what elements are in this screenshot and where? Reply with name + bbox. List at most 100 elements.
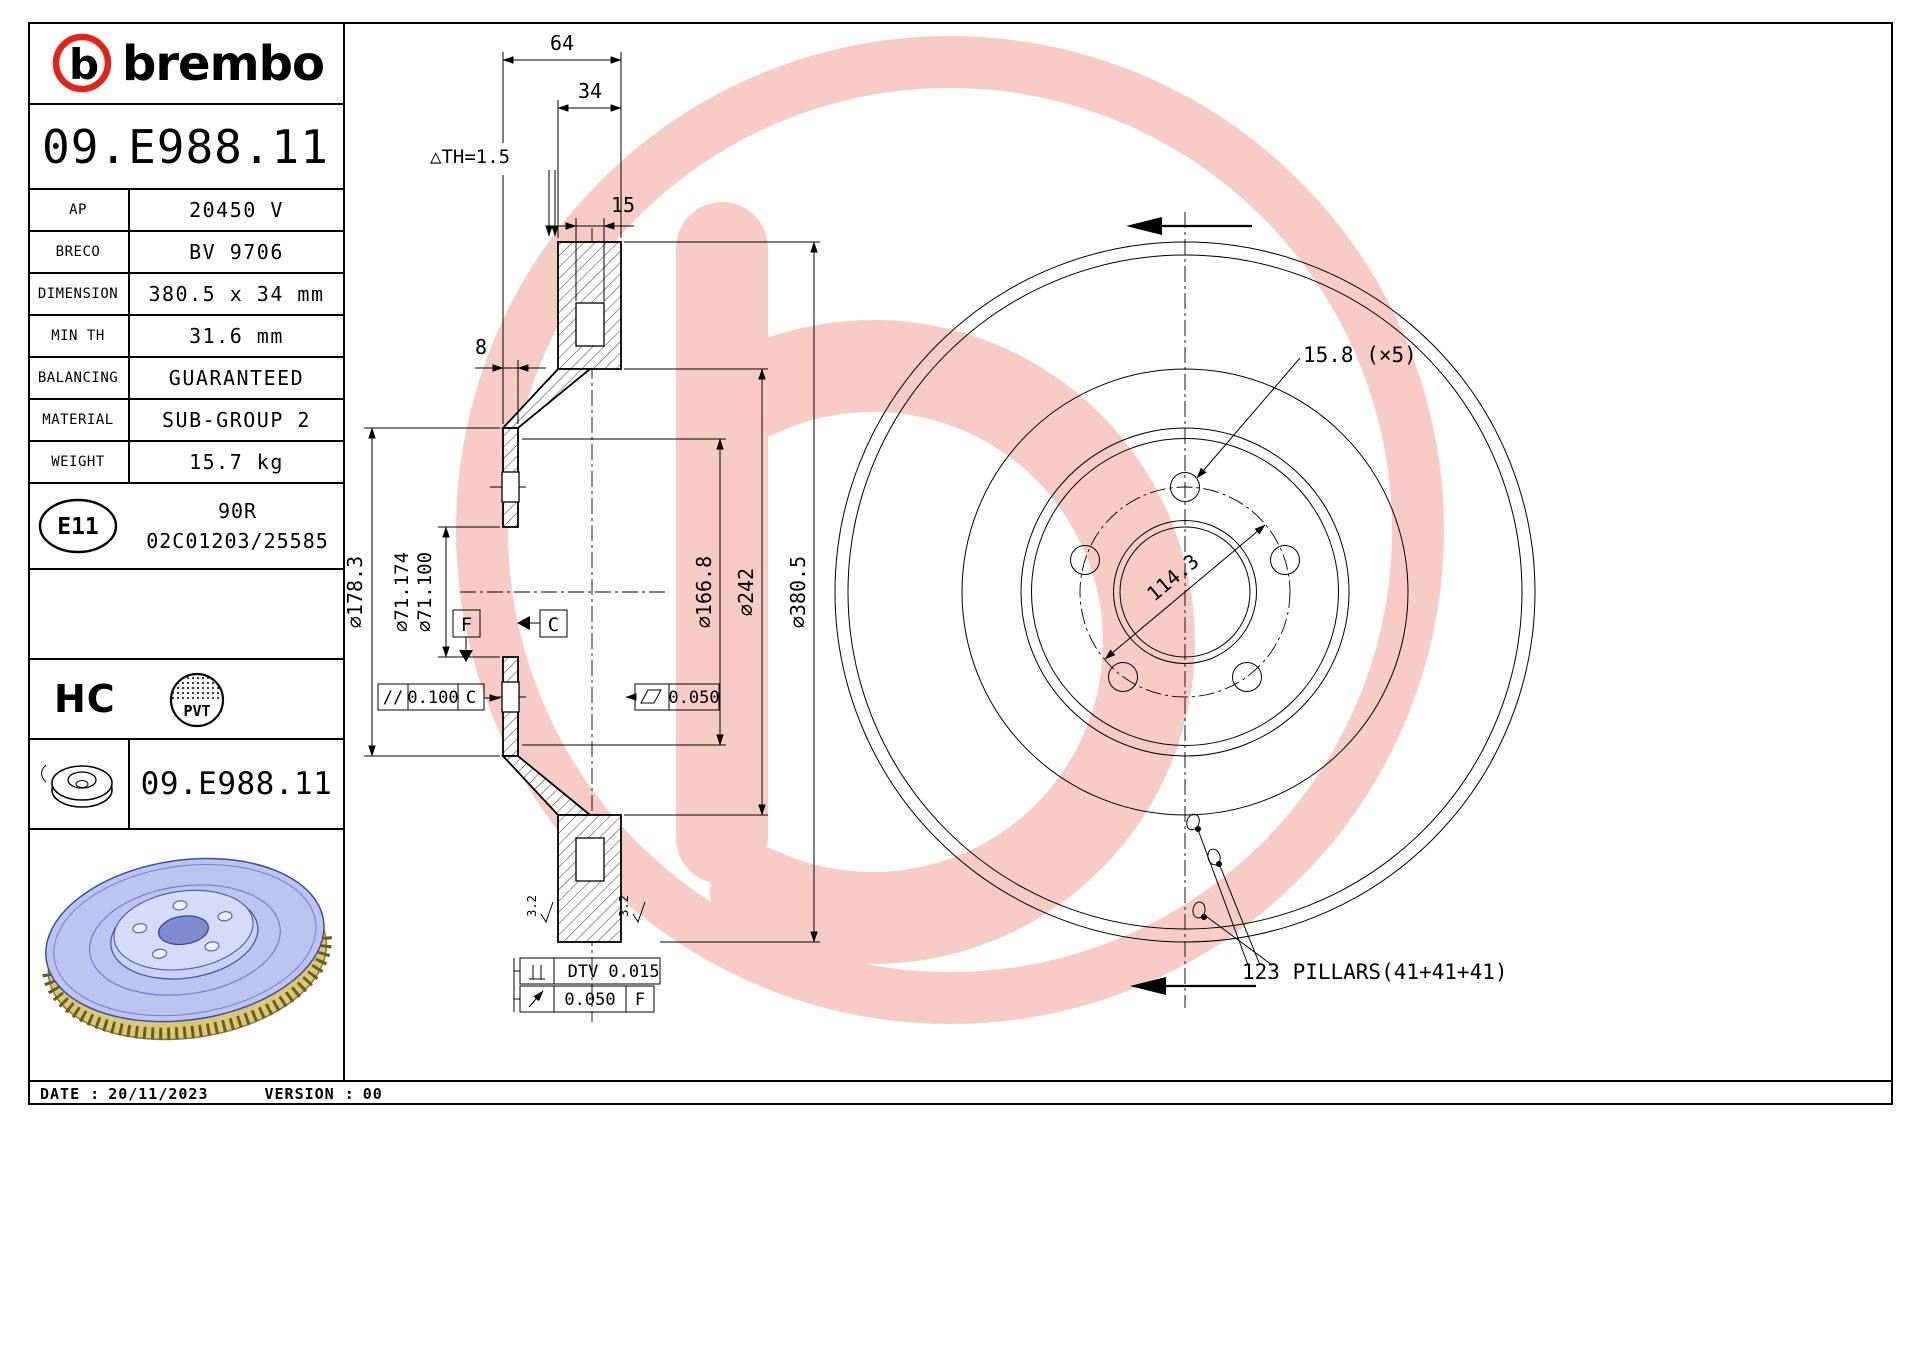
svg-text:15: 15 — [611, 193, 635, 217]
disc-part-row: 09.E988.11 — [28, 740, 343, 830]
hc-badge: HC — [54, 677, 116, 721]
pillar-callout: 123 PILLARS(41+41+41) — [1186, 813, 1508, 984]
dim-min-wear-thickness: △TH=1.5 — [430, 146, 559, 237]
spec-row-material: MATERIAL SUB-GROUP 2 — [28, 400, 343, 442]
svg-text:DTV: DTV — [568, 962, 599, 982]
dim-bore-diameter: ⌀71.174 ⌀71.100 — [391, 526, 500, 658]
spec-value: GUARANTEED — [168, 366, 305, 390]
spec-label: AP — [28, 190, 130, 230]
part-number: 09.E988.11 — [42, 119, 329, 174]
svg-text:⌀71.174: ⌀71.174 — [391, 552, 413, 632]
dim-outer-diameter: ⌀380.5 — [624, 241, 820, 943]
spec-row-balancing: BALANCING GUARANTEED — [28, 358, 343, 400]
homologation-row: E11 90R 02C01203/25585 — [28, 484, 343, 570]
dim-band-inner-diameter: ⌀242 — [624, 368, 768, 816]
disc-part-number: 09.E988.11 — [140, 766, 333, 802]
spec-label: BALANCING — [28, 358, 130, 398]
svg-text://: // — [383, 688, 403, 708]
svg-text:0.050: 0.050 — [564, 990, 615, 1010]
e11-badge-label: E11 — [57, 514, 99, 540]
svg-text:F: F — [461, 614, 472, 636]
disc-3d-render — [42, 857, 332, 1041]
rotation-arrows — [1126, 217, 1256, 995]
cross-section-view: 64 34 △TH=1.5 15 — [345, 31, 820, 1022]
homologation-line1: 90R — [217, 499, 258, 523]
svg-text:C: C — [466, 688, 476, 708]
brembo-wordmark: brembo — [122, 36, 324, 92]
svg-text:⌀242: ⌀242 — [734, 568, 758, 616]
spec-value: 380.5 x 34 mm — [148, 282, 325, 306]
homologation-numbers: 90R 02C01203/25585 — [132, 499, 343, 553]
spec-value: 15.7 kg — [189, 450, 284, 474]
dtv-tolerance: DTV 0.015 — [519, 957, 661, 985]
svg-text:64: 64 — [550, 31, 574, 55]
section-solid-geometry — [500, 241, 622, 943]
brembo-logo-svg: b brembo — [52, 33, 325, 92]
dim-bolt-hole-diameter: 15.8 (×5) — [1196, 343, 1417, 479]
flatness-tolerance: 0.050 — [625, 683, 720, 711]
spec-label: MIN TH — [28, 316, 130, 356]
spec-label: BRECO — [28, 232, 130, 272]
parallelism-tolerance: // 0.100 C — [377, 683, 501, 711]
front-circles — [834, 241, 1536, 943]
dim-disc-thickness: 34 — [557, 79, 622, 238]
brembo-logo: b brembo — [28, 22, 343, 105]
spec-value: BV 9706 — [189, 240, 284, 264]
svg-text:⌀178.3: ⌀178.3 — [345, 556, 367, 628]
spec-row-weight: WEIGHT 15.7 kg — [28, 442, 343, 484]
svg-text:⌀71.100: ⌀71.100 — [414, 552, 436, 632]
svg-text:123 PILLARS(41+41+41): 123 PILLARS(41+41+41) — [1242, 960, 1508, 984]
dim-vent-inner-diameter: ⌀166.8 — [522, 438, 726, 746]
part-number-row: 09.E988.11 — [28, 105, 343, 190]
spec-label: MATERIAL — [28, 400, 130, 440]
svg-text:C: C — [548, 614, 559, 636]
flatness-symbol-icon — [640, 689, 662, 704]
svg-text:15.8 (×5): 15.8 (×5) — [1303, 343, 1417, 367]
dim-hat-diameter: ⌀178.3 — [345, 427, 500, 757]
svg-text:0.050: 0.050 — [668, 688, 719, 708]
svg-text:3.2: 3.2 — [525, 895, 539, 917]
svg-text:0.015: 0.015 — [608, 962, 659, 982]
datum-f: F — [452, 609, 481, 662]
dim-vent-width: 15 — [546, 193, 635, 301]
disc-render-bore — [158, 915, 209, 946]
svg-text:0.100: 0.100 — [407, 688, 458, 708]
svg-text:⌀166.8: ⌀166.8 — [692, 556, 716, 628]
disc-render-vanes — [42, 933, 332, 1040]
rotation-arrow-icon — [1130, 977, 1166, 995]
sheet-border — [28, 22, 1893, 1105]
spec-label: DIMENSION — [28, 274, 130, 314]
spec-value: 31.6 mm — [189, 324, 284, 348]
disc-render-row — [28, 830, 343, 1080]
pvt-dots-texture — [171, 673, 223, 699]
dim-total-width: 64 — [502, 31, 622, 424]
surface-roughness-marks: 3.2 3.2 — [525, 895, 646, 924]
runout-tolerance: 0.050 F — [513, 958, 655, 1013]
spec-row-ap: AP 20450 V — [28, 190, 343, 232]
bolt-holes — [1070, 472, 1300, 692]
brake-disc-icon — [41, 764, 113, 808]
svg-text:F: F — [635, 990, 645, 1010]
coating-badges-row: HC PVT — [28, 660, 343, 740]
pvt-badge-label: PVT — [183, 702, 210, 720]
svg-text:⌀380.5: ⌀380.5 — [786, 556, 810, 628]
footer-bar: DATE : 20/11/2023 VERSION : 00 — [28, 1080, 1893, 1105]
rotation-arrow-icon — [1126, 217, 1162, 235]
runout-symbol-icon — [528, 990, 544, 1008]
svg-text:34: 34 — [578, 79, 602, 103]
svg-text:8: 8 — [475, 335, 487, 359]
spec-value: SUB-GROUP 2 — [162, 408, 311, 432]
datum-c: C — [517, 609, 568, 638]
spec-label: WEIGHT — [28, 442, 130, 482]
technical-drawing: 64 34 △TH=1.5 15 — [345, 31, 1536, 1024]
spec-value: 20450 V — [189, 198, 284, 222]
footer-version-label: VERSION : — [264, 1084, 355, 1103]
empty-row — [28, 570, 343, 660]
footer-date-label: DATE : — [40, 1084, 101, 1103]
footer-version: 00 — [362, 1084, 383, 1103]
brembo-roundel-letter: b — [69, 40, 99, 89]
pvt-badge: PVT — [169, 672, 224, 728]
e11-badge: E11 — [38, 498, 118, 554]
spec-row-breco: BRECO BV 9706 — [28, 232, 343, 274]
